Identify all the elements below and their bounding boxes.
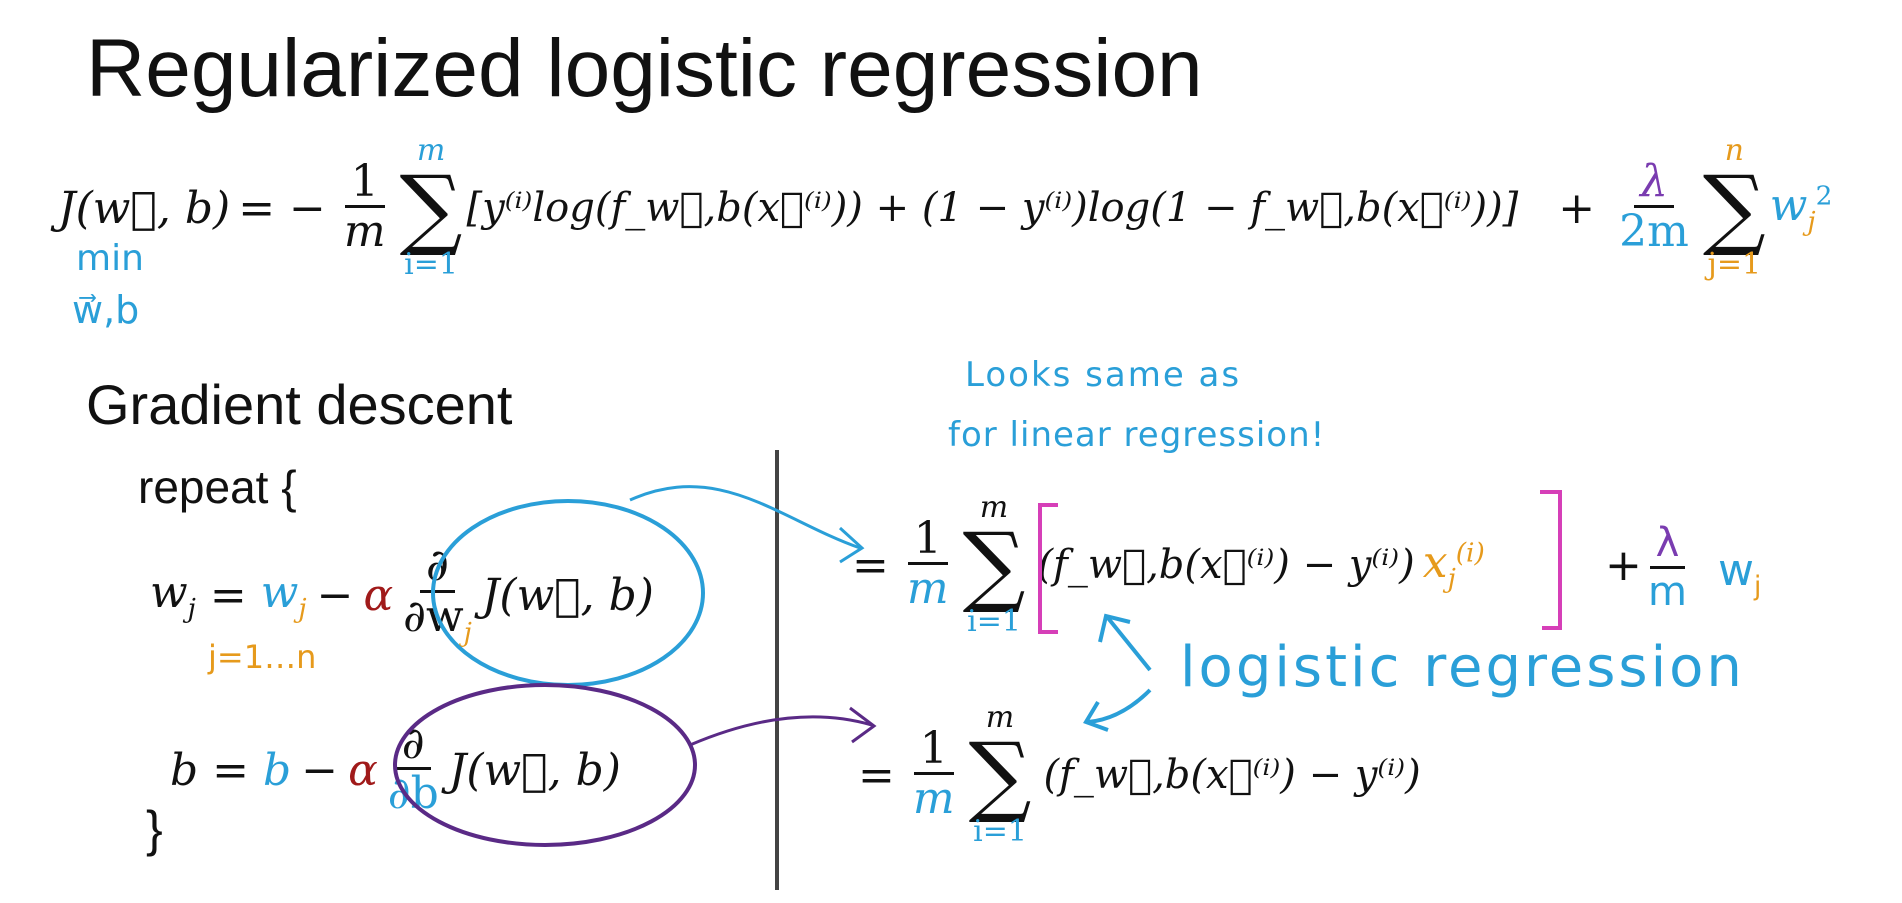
cost-sum-top: m	[416, 133, 446, 169]
w-grad-den: m	[906, 563, 949, 615]
w-grad-x-sup: (i)	[1455, 536, 1485, 568]
cost-fraction-den: m	[343, 206, 386, 258]
cost-function: J(w⃗, b) = − 1 m m ∑ i=1 [y⁽ⁱ⁾log(f_w⃗,b…	[58, 128, 1832, 288]
cost-sum: m ∑ i=1	[400, 136, 463, 280]
w-arrow	[629, 485, 861, 550]
logistic-regression-label: logistic regression	[1180, 635, 1745, 700]
w-grad-sum-bottom: i=1	[967, 603, 1021, 639]
b-update: b = b − α ∂ ∂b J(w⃗, b)	[170, 705, 621, 835]
w-grad-sum-top: m	[979, 490, 1009, 526]
w-grad-fraction: 1 m	[901, 516, 955, 614]
b-grad-den: m	[912, 773, 955, 825]
reg-term-sup: 2	[1815, 179, 1833, 211]
slide-title: Regularized logistic regression	[86, 23, 1203, 114]
j-range: j=1…n	[208, 638, 317, 676]
w-rhs-sub: j	[298, 592, 307, 624]
reg-term-w: w	[1769, 179, 1808, 231]
w-partial-den: ∂wj	[397, 592, 478, 648]
w-lhs-sub: j	[187, 592, 196, 624]
note-line-2: for linear regression!	[948, 415, 1326, 455]
b-update-b: b	[263, 744, 292, 796]
reg-sum: n ∑ j=1	[1703, 136, 1766, 280]
b-grad-sum-top: m	[985, 700, 1015, 736]
w-grad-sum: m ∑ i=1	[963, 493, 1026, 637]
w-grad-reg-fraction: λ m	[1648, 520, 1687, 615]
w-update: wj = wj − α ∂ ∂wj J(w⃗, b)	[150, 530, 654, 660]
w-update-equals: =	[209, 569, 247, 621]
b-update-J: J(w⃗, b)	[448, 744, 621, 796]
reg-lambda: λ	[1634, 159, 1674, 209]
w-grad-reg-plus: +	[1605, 540, 1642, 591]
magenta-right-bracket	[1540, 490, 1562, 630]
w-grad-x-sub: j	[1447, 562, 1456, 594]
b-update-minus: −	[301, 744, 339, 796]
w-grad-reg-w-sub: j	[1754, 570, 1762, 602]
w-partial-den-sub: j	[463, 616, 472, 648]
reg-term-sub: j	[1807, 205, 1816, 237]
b-grad-sum-bottom: i=1	[973, 813, 1027, 849]
w-grad-x: xj(i)	[1423, 537, 1485, 594]
min-variables: w⃗,b	[72, 288, 140, 332]
w-grad-reg-w-letter: w	[1718, 545, 1754, 596]
logistic-arrow-down-head	[1083, 700, 1109, 732]
b-grad-num: 1	[913, 726, 954, 776]
b-update-alpha: α	[348, 744, 378, 796]
sum-symbol: ∑	[962, 513, 1026, 617]
reg-fraction: λ 2m	[1613, 159, 1695, 257]
sum-symbol: ∑	[968, 723, 1032, 827]
w-grad-reg-m: m	[1648, 569, 1687, 615]
cost-fraction: 1 m	[338, 159, 392, 257]
b-grad-sum: m ∑ i=1	[969, 703, 1032, 847]
reg-term: wj2	[1770, 180, 1833, 237]
b-update-lhs: b	[170, 744, 199, 796]
min-annotation: min	[76, 238, 144, 279]
w-grad-reg-w: wj	[1718, 545, 1761, 602]
cost-body: [y⁽ⁱ⁾log(f_w⃗,b(x⃗⁽ⁱ⁾)) + (1 − y⁽ⁱ⁾)log(…	[466, 185, 1519, 231]
w-update-minus: −	[316, 569, 354, 621]
w-grad-reg-lambda: λ	[1649, 520, 1686, 569]
sum-symbol: ∑	[399, 156, 463, 260]
cost-fraction-num: 1	[344, 159, 385, 209]
w-grad-x-letter: x	[1422, 536, 1448, 588]
w-update-lhs: wj	[150, 567, 196, 624]
b-arrow-head	[849, 706, 877, 744]
note-line-1: Looks same as	[965, 355, 1242, 395]
b-grad-body: (f_w⃗,b(x⃗⁽ⁱ⁾) − y⁽ⁱ⁾)	[1043, 752, 1421, 798]
b-grad-fraction: 1 m	[907, 726, 961, 824]
logistic-arrow-up-head	[1098, 613, 1131, 643]
vertical-divider	[775, 450, 779, 890]
w-lhs-w: w	[150, 566, 188, 618]
cost-sum-bottom: i=1	[404, 246, 458, 282]
w-update-J: J(w⃗, b)	[481, 569, 654, 621]
b-gradient: = 1 m m ∑ i=1 (f_w⃗,b(x⃗⁽ⁱ⁾) − y⁽ⁱ⁾)	[858, 685, 1421, 865]
w-update-alpha: α	[363, 569, 394, 621]
reg-two-m: 2m	[1619, 206, 1689, 258]
w-arrow-head	[838, 526, 865, 564]
b-partial-circle	[393, 683, 697, 847]
cost-equals: = −	[238, 182, 326, 234]
reg-sum-bottom: j=1	[1707, 246, 1762, 282]
b-arrow	[689, 715, 873, 747]
closing-brace: }	[146, 801, 163, 857]
b-grad-equals: =	[858, 749, 895, 801]
w-grad-num: 1	[907, 516, 948, 566]
logistic-arrow-up	[1106, 616, 1152, 672]
reg-sum-top: n	[1724, 133, 1744, 169]
w-partial-circle	[431, 499, 705, 687]
logistic-arrow-down	[1087, 688, 1152, 724]
cost-lhs: J(w⃗, b)	[58, 182, 231, 234]
w-update-w: wj	[261, 567, 307, 624]
magenta-left-bracket	[1038, 503, 1058, 634]
b-update-equals: =	[212, 744, 250, 796]
w-rhs-w: w	[260, 566, 299, 618]
repeat-line: repeat {	[138, 461, 297, 513]
section-title: Gradient descent	[86, 373, 513, 436]
cost-plus: +	[1558, 182, 1596, 234]
sum-symbol: ∑	[1702, 156, 1766, 260]
w-grad-body: (f_w⃗,b(x⃗⁽ⁱ⁾) − y⁽ⁱ⁾)	[1037, 542, 1415, 588]
